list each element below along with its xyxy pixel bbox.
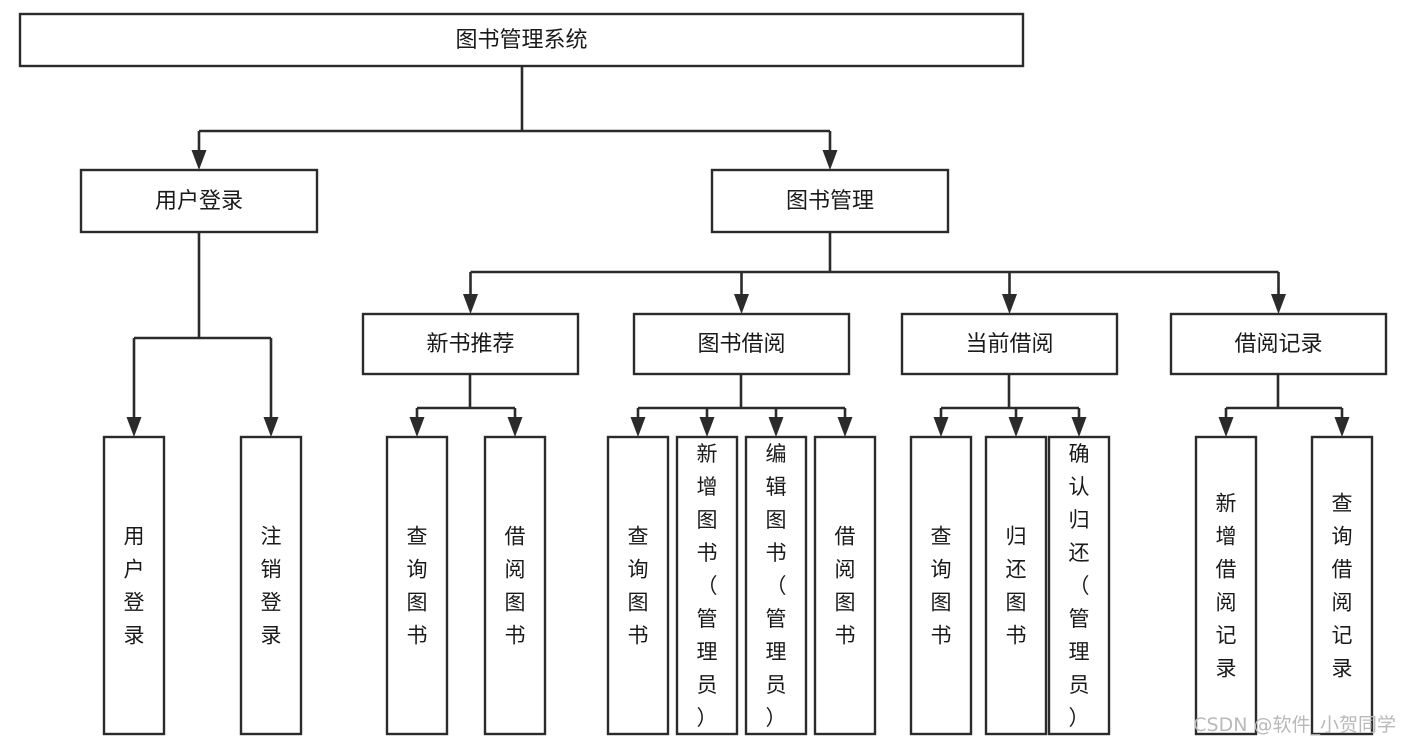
arrow-head-icon (1002, 294, 1017, 314)
node-label-current-borrow: 当前借阅 (965, 332, 1053, 357)
node-box-leaf-borrow-book-1[interactable] (483, 435, 547, 736)
arrow-head-icon (1071, 417, 1087, 437)
node-label-leaf-user-logout: 注销登录 (261, 525, 282, 648)
node-box-book-borrow[interactable] (632, 312, 851, 376)
node-label-borrow-record: 借阅记录 (1234, 332, 1322, 357)
arrow-head-icon (126, 417, 142, 437)
connector-layer (126, 66, 1350, 437)
connector-group-current-borrow (933, 374, 1087, 437)
node-box-leaf-return-book[interactable] (984, 435, 1048, 736)
connector-group-book-manage (463, 232, 1286, 314)
node-label-leaf-query-book-3: 查询图书 (931, 525, 952, 648)
node-box-leaf-confirm-return[interactable] (1047, 435, 1111, 736)
node-leaf-confirm-return[interactable]: 确认归还（管理员） (1047, 435, 1111, 736)
node-leaf-add-borrow-record[interactable]: 新增借阅记录 (1194, 435, 1258, 736)
connector-group-root (191, 66, 838, 170)
node-label-leaf-user-login: 用户登录 (124, 525, 145, 648)
node-leaf-user-login[interactable]: 用户登录 (102, 435, 166, 736)
node-label-leaf-add-borrow-record: 新增借阅记录 (1216, 492, 1237, 681)
node-label-leaf-borrow-book-1: 借阅图书 (505, 525, 526, 648)
arrow-head-icon (768, 417, 784, 437)
node-user-login[interactable]: 用户登录 (79, 168, 319, 234)
node-box-leaf-edit-book[interactable] (744, 435, 808, 736)
arrow-head-icon (1008, 417, 1024, 437)
node-box-root[interactable] (18, 12, 1025, 68)
arrow-head-icon (837, 417, 853, 437)
arrow-head-icon (1334, 417, 1350, 437)
node-box-leaf-user-login[interactable] (102, 435, 166, 736)
node-box-leaf-user-logout[interactable] (239, 435, 303, 736)
arrow-head-icon (1271, 294, 1286, 314)
connector-group-user-login (126, 232, 279, 437)
arrow-head-icon (409, 417, 425, 437)
node-leaf-query-borrow-record[interactable]: 查询借阅记录 (1310, 435, 1374, 736)
node-leaf-query-book-2[interactable]: 查询图书 (606, 435, 670, 736)
node-label-leaf-return-book: 归还图书 (1006, 525, 1027, 648)
node-leaf-query-book-3[interactable]: 查询图书 (909, 435, 973, 736)
arrow-head-icon (1218, 417, 1234, 437)
node-box-leaf-query-borrow-record[interactable] (1310, 435, 1374, 736)
csdn-watermark: CSDN @软件_小贺同学 (1193, 714, 1396, 736)
node-label-book-manage: 图书管理 (786, 189, 874, 214)
node-leaf-user-logout[interactable]: 注销登录 (239, 435, 303, 736)
node-book-manage[interactable]: 图书管理 (710, 168, 950, 234)
node-leaf-query-book-1[interactable]: 查询图书 (385, 435, 449, 736)
node-leaf-edit-book[interactable]: 编辑图书（管理员） (744, 435, 808, 736)
node-box-leaf-query-book-3[interactable] (909, 435, 973, 736)
node-box-borrow-record[interactable] (1169, 312, 1388, 376)
node-leaf-add-book[interactable]: 新增图书（管理员） (675, 435, 739, 736)
node-label-leaf-query-book-2: 查询图书 (628, 525, 649, 648)
node-label-leaf-query-borrow-record: 查询借阅记录 (1332, 492, 1353, 681)
node-borrow-record[interactable]: 借阅记录 (1169, 312, 1388, 376)
node-root[interactable]: 图书管理系统 (18, 12, 1025, 68)
arrow-head-icon (933, 417, 949, 437)
connector-group-book-borrow (630, 374, 853, 437)
node-label-leaf-query-book-1: 查询图书 (407, 525, 428, 648)
node-box-leaf-query-book-1[interactable] (385, 435, 449, 736)
node-box-leaf-query-book-2[interactable] (606, 435, 670, 736)
arrow-head-icon (699, 417, 715, 437)
node-leaf-borrow-book-1[interactable]: 借阅图书 (483, 435, 547, 736)
arrow-head-icon (191, 150, 207, 170)
connector-group-borrow-record (1218, 374, 1350, 437)
connector-group-new-book-recommend (409, 374, 523, 437)
node-book-borrow[interactable]: 图书借阅 (632, 312, 851, 376)
node-label-leaf-borrow-book-2: 借阅图书 (835, 525, 856, 648)
node-box-new-book-recommend[interactable] (361, 312, 580, 376)
arrow-head-icon (630, 417, 646, 437)
node-current-borrow[interactable]: 当前借阅 (900, 312, 1119, 376)
node-layer: 图书管理系统用户登录图书管理新书推荐图书借阅当前借阅借阅记录用户登录注销登录查询… (18, 12, 1388, 736)
node-label-leaf-edit-book: 编辑图书（管理员） (766, 442, 787, 730)
arrow-head-icon (822, 150, 838, 170)
arrow-head-icon (263, 417, 279, 437)
node-leaf-borrow-book-2[interactable]: 借阅图书 (813, 435, 877, 736)
arrow-head-icon (507, 417, 523, 437)
node-label-leaf-confirm-return: 确认归还（管理员） (1069, 442, 1090, 730)
node-label-leaf-add-book: 新增图书（管理员） (697, 442, 718, 730)
node-label-root: 图书管理系统 (455, 28, 587, 53)
node-new-book-recommend[interactable]: 新书推荐 (361, 312, 580, 376)
node-box-leaf-add-borrow-record[interactable] (1194, 435, 1258, 736)
node-box-leaf-add-book[interactable] (675, 435, 739, 736)
node-box-current-borrow[interactable] (900, 312, 1119, 376)
node-box-book-manage[interactable] (710, 168, 950, 234)
node-leaf-return-book[interactable]: 归还图书 (984, 435, 1048, 736)
node-label-new-book-recommend: 新书推荐 (426, 332, 514, 357)
arrow-head-icon (734, 294, 749, 314)
node-box-leaf-borrow-book-2[interactable] (813, 435, 877, 736)
node-box-user-login[interactable] (79, 168, 319, 234)
arrow-head-icon (463, 294, 478, 314)
node-label-book-borrow: 图书借阅 (697, 332, 785, 357)
node-label-user-login: 用户登录 (155, 189, 243, 214)
